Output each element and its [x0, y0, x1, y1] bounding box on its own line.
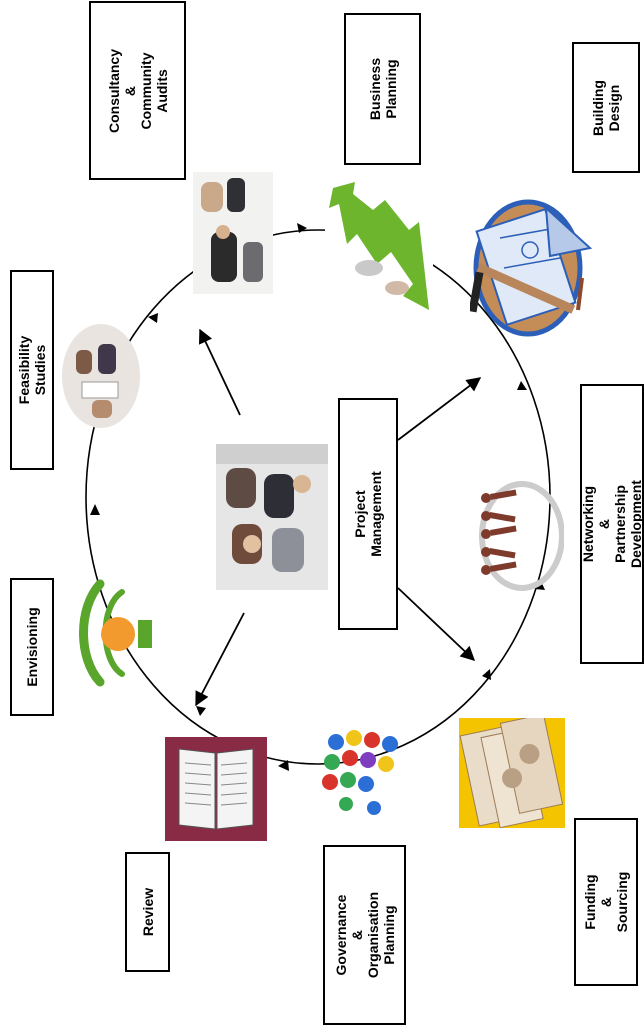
- label-consultancy: Consultancy & Community Audits: [89, 1, 186, 180]
- label-review-text: Review: [139, 887, 156, 937]
- project-team-photo-icon: [216, 444, 328, 590]
- label-project-management-text: Project Management: [352, 471, 384, 557]
- label-networking: Networking & Partnership Development: [580, 384, 644, 664]
- arrow-to-building-design: [397, 377, 482, 441]
- envision-eye-icon: [66, 578, 156, 688]
- label-project-management: Project Management: [338, 398, 398, 630]
- label-envisioning: Envisioning: [10, 578, 54, 716]
- label-feasibility-text: Feasibility Studies: [16, 335, 48, 405]
- ring-arrowheads: [90, 223, 545, 771]
- growth-arrow-icon: [325, 178, 433, 316]
- label-building-design: Building Design: [572, 42, 640, 173]
- label-governance-text: Governance & Organisation Planning: [332, 891, 397, 979]
- building-plan-icon: [470, 198, 596, 348]
- label-funding-text: Funding & Sourcing: [582, 871, 630, 933]
- label-review: Review: [125, 852, 170, 972]
- feasibility-photo-icon: [62, 324, 140, 428]
- label-governance: Governance & Organisation Planning: [323, 845, 406, 1025]
- label-funding: Funding & Sourcing: [574, 818, 638, 986]
- label-building-design-text: Building Design: [590, 79, 622, 136]
- pushpins-icon: [316, 728, 412, 820]
- label-envisioning-text: Envisioning: [24, 607, 40, 687]
- label-consultancy-text: Consultancy & Community Audits: [105, 48, 170, 133]
- label-feasibility: Feasibility Studies: [10, 270, 54, 470]
- label-business-planning-text: Business Planning: [366, 57, 399, 121]
- meeting-photo-icon: [193, 172, 273, 294]
- label-networking-text: Networking & Partnership Development: [580, 480, 644, 568]
- label-business-planning: Business Planning: [344, 13, 421, 165]
- banknotes-icon: [459, 718, 565, 828]
- arrow-to-funding: [397, 587, 476, 661]
- open-book-icon: [165, 737, 267, 841]
- arrow-to-consultancy: [199, 328, 241, 416]
- network-people-icon: [472, 478, 564, 596]
- arrow-to-review: [195, 612, 245, 707]
